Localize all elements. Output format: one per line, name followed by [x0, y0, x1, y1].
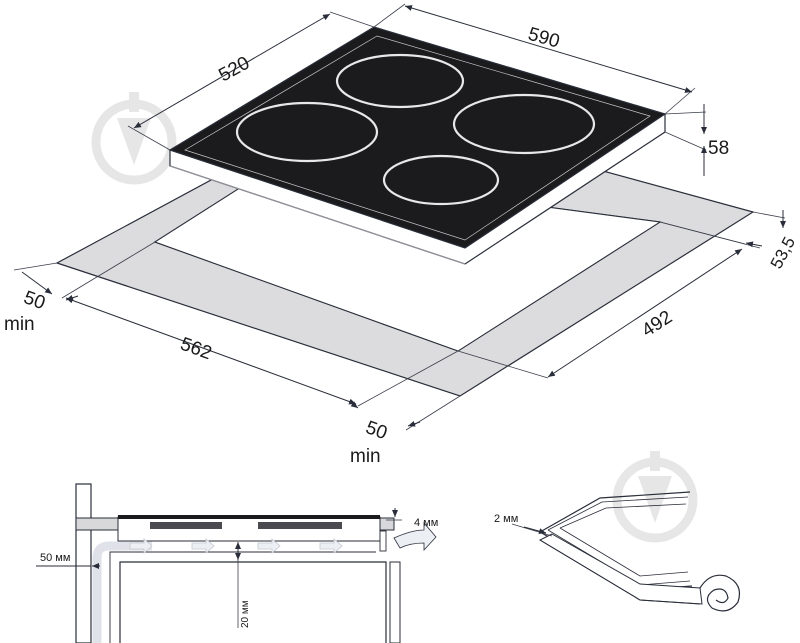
- wall: [75, 483, 92, 643]
- airflow-gap-label: 20 мм: [240, 600, 251, 628]
- wall-gap-label: 50 мм: [40, 552, 70, 564]
- dimension-label: 58: [708, 138, 729, 159]
- seal-strip: [538, 533, 703, 605]
- dimension-label: min: [4, 314, 35, 335]
- seal-thickness-label: 2 мм: [494, 513, 518, 525]
- dimension-label: 492: [638, 307, 676, 342]
- cabinet: [119, 561, 387, 643]
- airflow-arrow-icon: [129, 538, 343, 554]
- outlet-gap-label: 4 мм: [414, 517, 438, 529]
- dimension-height: 58: [664, 104, 729, 176]
- dimension-label: 50: [21, 287, 48, 314]
- dimension-label: 53,5: [767, 234, 799, 272]
- outlet-arrow-icon: [393, 521, 437, 552]
- seal-roll-icon: [699, 574, 741, 612]
- dimension-label: min: [350, 446, 381, 467]
- dimension-label: 590: [526, 24, 562, 53]
- dimension-label: 520: [215, 53, 253, 87]
- dimension-label: 562: [177, 334, 214, 365]
- seal-detail: 2 мм: [494, 491, 741, 612]
- droplet-logo-icon: [612, 451, 698, 543]
- burner-ring: [382, 154, 500, 206]
- ventilation-cross-section: 50 мм 20 мм 4 мм: [36, 483, 438, 643]
- airflow-duct: [92, 541, 152, 643]
- droplet-logo-icon: [91, 92, 177, 185]
- burner-ring: [452, 93, 596, 155]
- dimension-clearance-front: 50 min: [349, 395, 461, 467]
- dimension-label: 50: [363, 417, 390, 444]
- dimension-clearance-left: 50 min: [4, 262, 79, 335]
